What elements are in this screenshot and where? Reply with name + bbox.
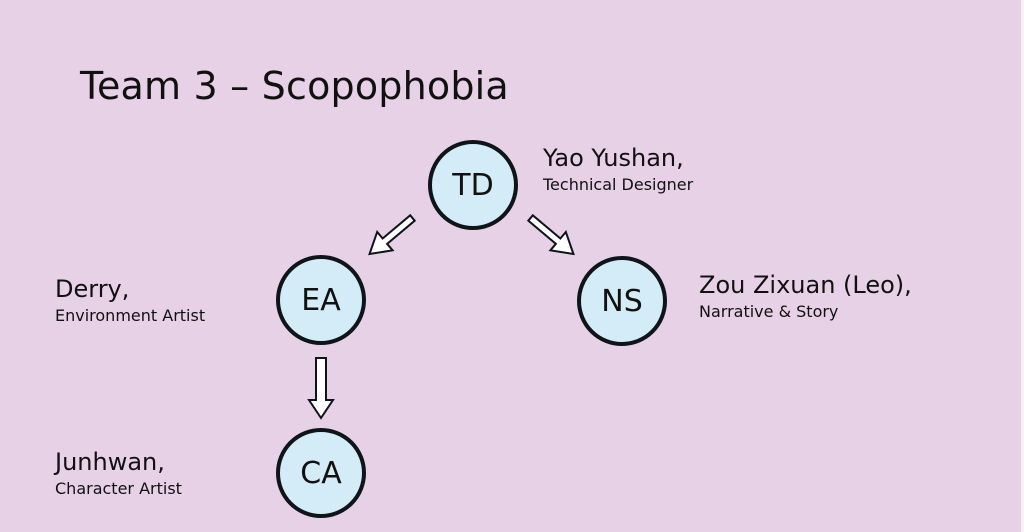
person-ea: Derry, Environment Artist [55,273,205,327]
node-td: TD [428,140,518,230]
node-ns: NS [577,256,667,346]
arrow-td-to-ea [368,213,417,256]
slide-title: Team 3 – Scopophobia [80,64,509,108]
person-ns-role: Narrative & Story [699,302,839,321]
person-ca-name: Junhwan, [55,448,165,476]
person-td-name: Yao Yushan, [543,144,684,172]
arrow-ea-to-ca [307,357,335,420]
person-td: Yao Yushan, Technical Designer [543,142,693,196]
node-ca: CA [276,428,366,518]
node-td-label: TD [452,167,494,203]
person-ea-name: Derry, [55,275,130,303]
person-ca-role: Character Artist [55,479,182,498]
person-ea-role: Environment Artist [55,306,206,325]
slide-edge [1021,0,1024,532]
node-ea: EA [276,255,366,345]
person-ns-name: Zou Zixuan (Leo), [699,271,912,299]
node-ns-label: NS [601,283,643,319]
node-ca-label: CA [300,455,342,491]
person-ca: Junhwan, Character Artist [55,446,182,500]
person-ns: Zou Zixuan (Leo), Narrative & Story [699,269,912,323]
node-ea-label: EA [301,282,341,318]
person-td-role: Technical Designer [543,175,694,194]
arrow-td-to-ns [526,213,575,256]
